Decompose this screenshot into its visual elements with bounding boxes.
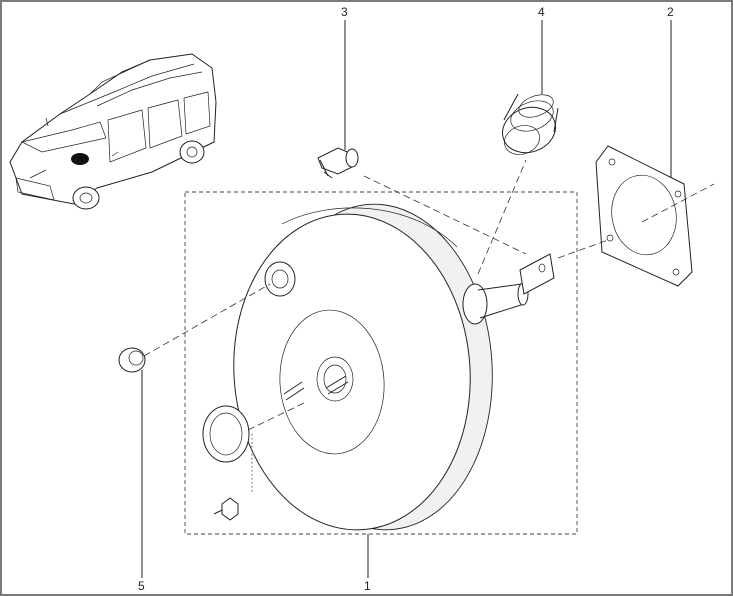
callout-2: 2 — [667, 5, 674, 19]
assembly-outline — [184, 191, 578, 535]
grommet — [118, 347, 146, 373]
clevis-fork — [519, 253, 555, 295]
assembly-lines — [143, 159, 715, 494]
leader-lines — [141, 20, 672, 578]
vehicle-sketch — [9, 53, 217, 210]
brake-booster-body — [233, 203, 529, 531]
callout-3: 3 — [341, 5, 348, 19]
vacuum-check-valve — [317, 147, 359, 179]
rubber-boot — [502, 93, 559, 155]
callout-1: 1 — [364, 579, 371, 593]
gasket — [595, 145, 693, 287]
callout-4: 4 — [538, 5, 545, 19]
sealing-ring — [202, 405, 250, 463]
nut — [213, 497, 239, 521]
callout-5: 5 — [138, 579, 145, 593]
